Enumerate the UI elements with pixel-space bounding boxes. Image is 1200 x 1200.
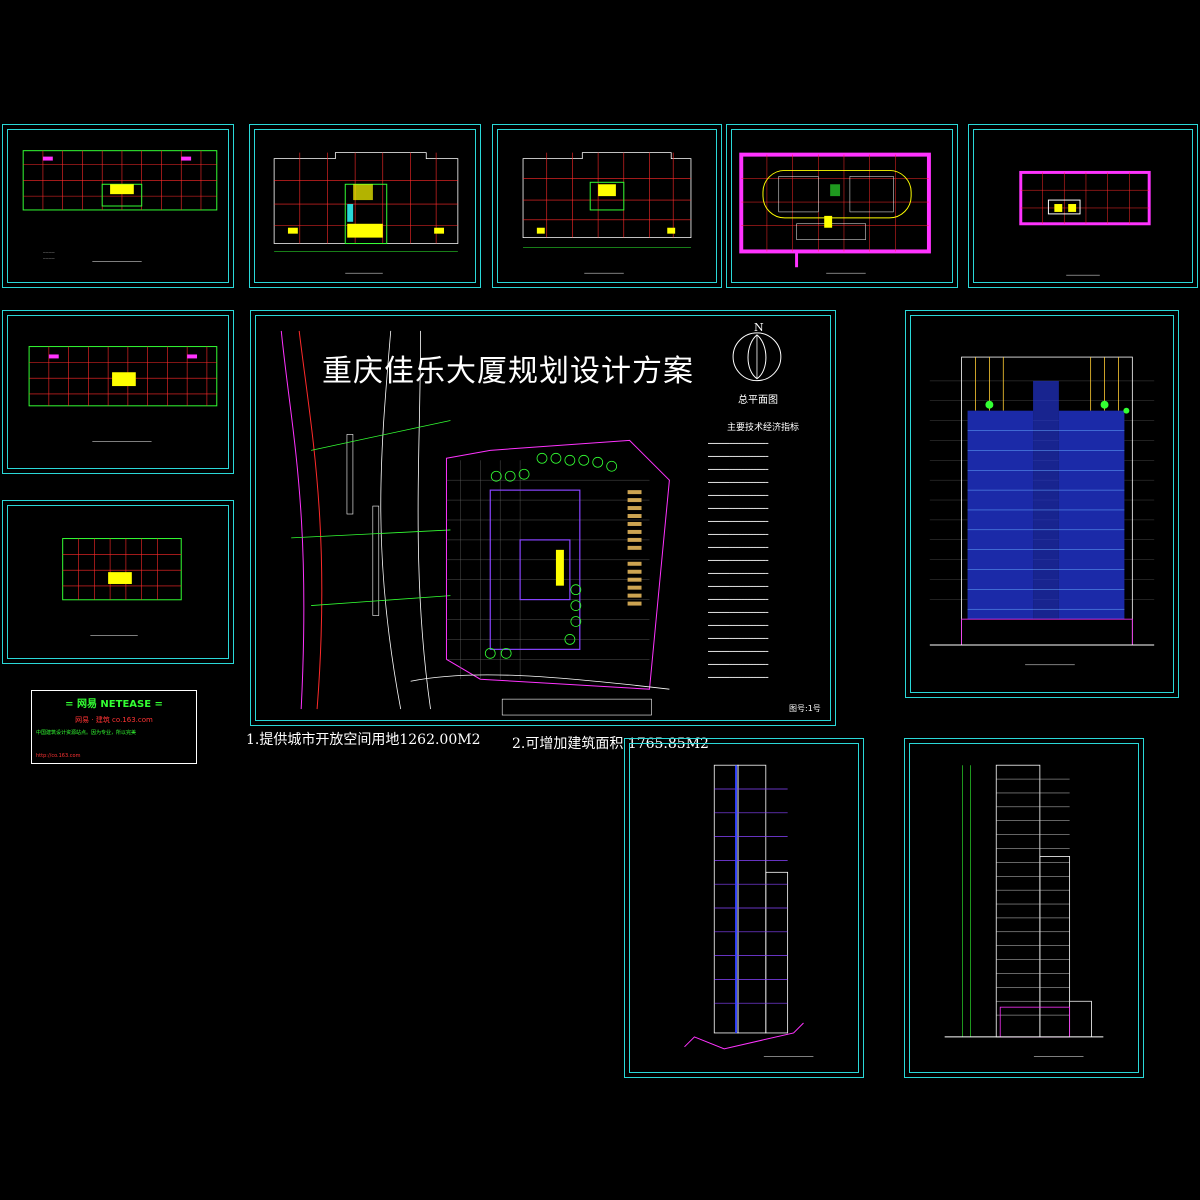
floor-plan-drawing bbox=[273, 152, 459, 274]
sheet-section-1-1[interactable] bbox=[904, 738, 1144, 1078]
index-row: ━━━━━━━━━━━━━━━━━━━━ bbox=[708, 493, 769, 499]
tech-indexes-heading: 主要技术经济指标 bbox=[726, 423, 799, 433]
index-row: ━━━━━━━━━━━━━━━━━━━━ bbox=[708, 454, 769, 460]
index-row: ━━━━━━━━━━━━━━━━━━━━ bbox=[708, 441, 769, 447]
sheet-floor-plan-3[interactable] bbox=[492, 124, 722, 288]
sheet-site-plan[interactable]: N 总平面图 图号:1号 bbox=[250, 310, 836, 726]
sheet-side-elevation[interactable] bbox=[624, 738, 864, 1078]
index-row: ━━━━━━━━━━━━━━━━━━━━ bbox=[708, 636, 769, 642]
sheet-inner-frame bbox=[973, 129, 1193, 283]
sheet-floor-plan-1[interactable]: ———— ———— bbox=[2, 124, 234, 288]
sheet-inner-frame bbox=[254, 129, 476, 283]
elevation-drawing bbox=[684, 764, 814, 1057]
sheet-inner-frame bbox=[497, 129, 717, 283]
sheet-inner-frame bbox=[7, 315, 229, 469]
watermark-brand: = 网易 NETEASE = bbox=[65, 699, 163, 710]
floor-plan-drawing bbox=[28, 346, 218, 442]
sheet-basement-2-plan[interactable] bbox=[968, 124, 1198, 288]
note-added-area: 2.可增加建筑面积 1765.85M2 bbox=[512, 736, 709, 752]
sheet-inner-frame bbox=[909, 743, 1139, 1073]
index-row: ━━━━━━━━━━━━━━━━━━━━ bbox=[708, 571, 769, 577]
sheet-upper-floor-plan[interactable] bbox=[2, 500, 234, 664]
watermark-slogan: 中国建筑设计资源站点。因为专业，所以完美 bbox=[36, 730, 137, 736]
north-label: N bbox=[754, 321, 764, 334]
floor-plan-drawing bbox=[62, 538, 182, 636]
index-row: ━━━━━━━━━━━━━━━━━━━━ bbox=[708, 597, 769, 603]
index-row: ━━━━━━━━━━━━━━━━━━━━ bbox=[708, 584, 769, 590]
note-open-space: 1.提供城市开放空间用地1262.00M2 bbox=[246, 732, 481, 748]
site-plan-label: 总平面图 bbox=[738, 395, 778, 406]
sheet-inner-frame bbox=[255, 315, 831, 721]
index-row: ━━━━━━━━━━━━━━━━━━━━ bbox=[708, 506, 769, 512]
sheet-inner-frame bbox=[7, 505, 229, 659]
sheet-floor-plan-2[interactable] bbox=[249, 124, 481, 288]
watermark-box: = 网易 NETEASE = 网易 · 建筑 co.163.com 中国建筑设计… bbox=[31, 690, 197, 764]
floor-plan-drawing bbox=[522, 152, 692, 274]
project-title: 重庆佳乐大厦规划设计方案 bbox=[322, 354, 694, 389]
floor-plan-drawing: ———— ———— bbox=[22, 150, 218, 262]
sheet-inner-frame bbox=[731, 129, 953, 283]
index-row: ━━━━━━━━━━━━━━━━━━━━ bbox=[708, 467, 769, 473]
index-row: ━━━━━━━━━━━━━━━━━━━━ bbox=[708, 610, 769, 616]
index-row: ━━━━━━━━━━━━━━━━━━━━ bbox=[708, 675, 769, 681]
index-row: ━━━━━━━━━━━━━━━━━━━━ bbox=[708, 480, 769, 486]
floor-plan-drawing bbox=[739, 152, 931, 274]
index-row: ━━━━━━━━━━━━━━━━━━━━ bbox=[708, 532, 769, 538]
floor-plan-drawing bbox=[1019, 170, 1151, 276]
index-row: ━━━━━━━━━━━━━━━━━━━━ bbox=[708, 623, 769, 629]
sheet-front-elevation[interactable] bbox=[905, 310, 1179, 698]
index-row: ━━━━━━━━━━━━━━━━━━━━ bbox=[708, 649, 769, 655]
index-row: ━━━━━━━━━━━━━━━━━━━━ bbox=[708, 545, 769, 551]
svg-text:————: ———— bbox=[43, 250, 55, 254]
svg-text:————: ———— bbox=[43, 256, 55, 260]
watermark-site: 网易 · 建筑 co.163.com bbox=[75, 716, 153, 724]
elevation-drawing bbox=[929, 356, 1155, 666]
sheet-typical-floor-plan[interactable] bbox=[2, 310, 234, 474]
sheet-inner-frame bbox=[910, 315, 1174, 693]
tech-indexes-table: 主要技术经济指标 ━━━━━━━━━━━━━━━━━━━━ ━━━━━━━━━━… bbox=[708, 420, 818, 688]
index-row: ━━━━━━━━━━━━━━━━━━━━ bbox=[708, 662, 769, 668]
sheet-basement-plan[interactable] bbox=[726, 124, 958, 288]
site-plan-drawing bbox=[280, 330, 782, 716]
index-row: ━━━━━━━━━━━━━━━━━━━━ bbox=[708, 519, 769, 525]
sheet-number: 图号:1号 bbox=[789, 704, 821, 713]
watermark-url: http://co.163.com bbox=[36, 753, 81, 759]
sheet-inner-frame bbox=[629, 743, 859, 1073]
sheet-inner-frame bbox=[7, 129, 229, 283]
index-row: ━━━━━━━━━━━━━━━━━━━━ bbox=[708, 558, 769, 564]
section-drawing bbox=[944, 764, 1104, 1057]
